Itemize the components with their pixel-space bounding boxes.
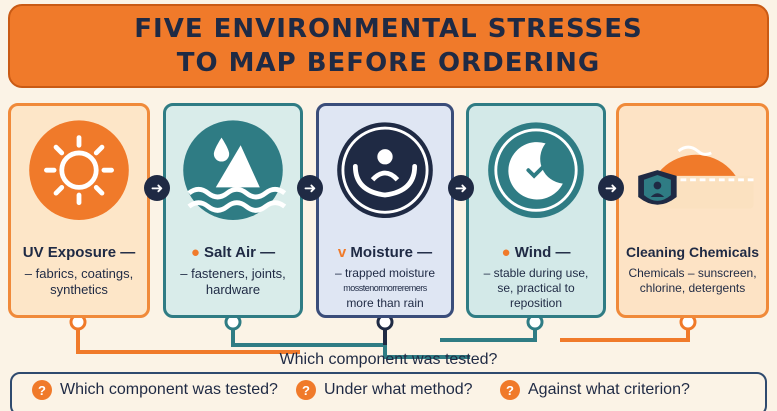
sun-icon	[29, 120, 129, 220]
stress-title-uv: UV Exposure —	[22, 244, 136, 261]
stress-desc-salt-air: – fasteners, joints, hardware	[180, 266, 286, 297]
arrow-1: ➜	[144, 175, 170, 201]
question-icon: ?	[500, 380, 520, 400]
question-method: ? Under what method?	[296, 380, 473, 400]
arrow-4: ➜	[598, 175, 624, 201]
title-line-2: TO MAP BEFORE ORDERING	[176, 48, 601, 78]
shield-spray-icon	[638, 145, 754, 209]
stress-desc-wind: – stable during use, se, practical to re…	[483, 266, 589, 310]
question-heading: Which component was tested?	[279, 351, 498, 368]
question-component: ? Which component was tested?	[32, 380, 278, 400]
stress-card-cleaning-chemicals: Cleaning Chemicals Chemicals – sunscreen…	[616, 103, 769, 318]
stress-card-moisture: v Moisture — – trapped moisture mossteno…	[316, 103, 454, 318]
questions-bar	[10, 372, 767, 411]
stress-card-salt-air: ● Salt Air — – fasteners, joints, hardwa…	[163, 103, 303, 318]
stress-desc-uv: – fabrics, coatings, synthetics	[24, 266, 134, 297]
stress-title-wind: ● Wind —	[501, 244, 571, 261]
question-icon: ?	[32, 380, 52, 400]
title-banner: FIVE ENVIRONMENTAL STRESSES TO MAP BEFOR…	[8, 4, 769, 88]
stress-card-wind: ● Wind — – stable during use, se, practi…	[466, 103, 606, 318]
title-line-1: FIVE ENVIRONMENTAL STRESSES	[134, 14, 643, 44]
arrow-3: ➜	[448, 175, 474, 201]
salt-wave-icon	[183, 120, 287, 220]
arrow-2: ➜	[297, 175, 323, 201]
stress-title-cleaning-chemicals: Cleaning Chemicals	[625, 244, 760, 260]
moon-check-icon	[488, 122, 584, 219]
stress-title-moisture: v Moisture —	[337, 244, 433, 261]
stress-desc-moisture: – trapped moisture mosstenormorreremers …	[334, 266, 436, 310]
question-icon: ?	[296, 380, 316, 400]
stress-card-uv: UV Exposure — – fabrics, coatings, synth…	[8, 103, 150, 318]
stress-desc-cleaning-chemicals: Chemicals – sunscreen, chlorine, deterge…	[628, 266, 757, 295]
question-criterion: ? Against what criterion?	[500, 380, 690, 400]
stress-title-salt-air: ● Salt Air —	[190, 244, 276, 261]
hands-person-icon	[337, 122, 433, 218]
